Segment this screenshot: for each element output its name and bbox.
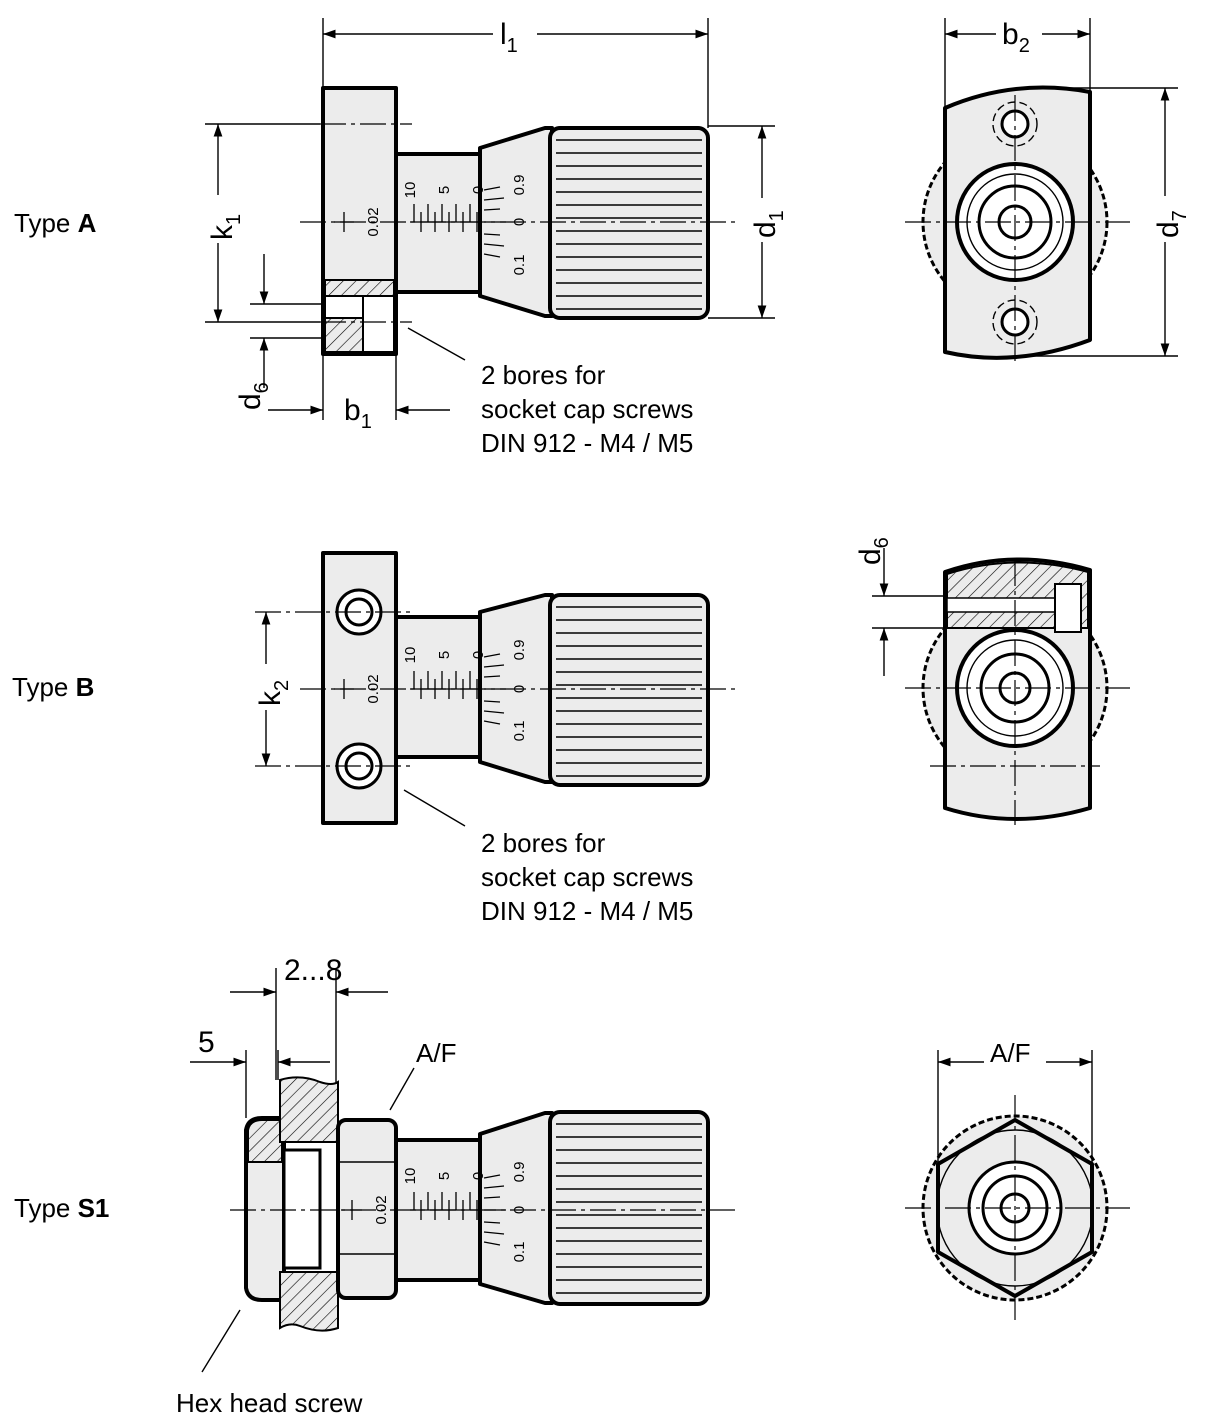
dim-l1: l1 xyxy=(322,16,709,128)
dim-d1: d1 xyxy=(708,125,788,319)
sleeve-label-5-b: 5 xyxy=(436,651,453,659)
dim-range-2-8: 2...8 xyxy=(230,954,388,1082)
dim-k1: k1 xyxy=(200,123,320,323)
leader-bores-a xyxy=(407,327,466,361)
note-bores-a: 2 bores for socket cap screws DIN 912 - … xyxy=(481,360,693,458)
svg-text:l1: l1 xyxy=(500,18,518,57)
dim-af-front: A/F xyxy=(937,1038,1093,1164)
thimble-label-01-b: 0.1 xyxy=(511,721,528,742)
sleeve-label-10-b: 10 xyxy=(402,647,419,664)
svg-text:socket cap screws: socket cap screws xyxy=(481,394,693,424)
leader-hex-head xyxy=(201,1309,241,1373)
thimble-label-09-s1: 0.9 xyxy=(511,1162,528,1183)
thimble-label-01-a: 0.1 xyxy=(511,255,528,276)
svg-text:2...8: 2...8 xyxy=(284,954,342,987)
svg-text:b2: b2 xyxy=(1002,18,1030,57)
knurl-lines-b xyxy=(556,606,702,777)
dim-five: 5 xyxy=(190,1026,330,1118)
note-bores-b: 2 bores for socket cap screws DIN 912 - … xyxy=(481,828,693,926)
svg-text:A/F: A/F xyxy=(990,1038,1030,1068)
thimble-label-09-b: 0.9 xyxy=(511,640,528,661)
leader-bores-b xyxy=(403,789,466,827)
knurl-lines-a xyxy=(556,139,702,310)
thimble-label-01-s1: 0.1 xyxy=(511,1242,528,1263)
svg-text:b1: b1 xyxy=(344,394,372,433)
type-a-side-view: 10 5 0 0.9 0 0.1 0.02 xyxy=(300,86,735,356)
svg-text:d7: d7 xyxy=(1152,210,1191,238)
knurl-lines-s1 xyxy=(556,1123,702,1294)
dim-d7: d7 xyxy=(1030,87,1191,357)
dim-b1: b1 xyxy=(268,354,450,433)
svg-text:DIN 912 - M4 / M5: DIN 912 - M4 / M5 xyxy=(481,428,693,458)
svg-text:2 bores for: 2 bores for xyxy=(481,828,606,858)
af-side-label: A/F xyxy=(416,1038,456,1068)
sleeve-label-0-s1: 0 xyxy=(470,1172,487,1180)
dim-k2: k2 xyxy=(248,612,293,766)
dim-d6-a: d6 xyxy=(234,254,323,410)
svg-text:d6: d6 xyxy=(234,382,273,410)
type-s1-front-view xyxy=(905,1095,1130,1320)
type-s1-label: Type S1 xyxy=(14,1193,109,1223)
svg-text:d6: d6 xyxy=(854,537,893,565)
dim-d6-b: d6 xyxy=(854,537,947,676)
thimble-label-09-a: 0.9 xyxy=(511,175,528,196)
type-b-label: Type B xyxy=(12,672,94,702)
type-a-front-view xyxy=(905,85,1130,362)
svg-text:5: 5 xyxy=(198,1026,215,1059)
sleeve-label-10-s1: 10 xyxy=(402,1168,419,1185)
dim-b2: b2 xyxy=(944,16,1091,108)
svg-text:k1: k1 xyxy=(206,214,245,240)
svg-text:d1: d1 xyxy=(749,210,788,238)
sleeve-label-0-a: 0 xyxy=(470,186,487,194)
sleeve-label-10-a: 10 xyxy=(402,182,419,199)
svg-text:socket cap screws: socket cap screws xyxy=(481,862,693,892)
type-s1-side-view: 10 5 0 0.9 0 0.1 0.02 xyxy=(230,1076,735,1332)
type-a-label: Type A xyxy=(14,208,97,238)
sleeve-label-5-a: 5 xyxy=(436,186,453,194)
type-b-side-view: 10 5 0 0.9 0 0.1 0.02 xyxy=(255,551,735,825)
leader-af-side xyxy=(389,1067,415,1111)
svg-text:2 bores for: 2 bores for xyxy=(481,360,606,390)
hex-head-note: Hex head screw xyxy=(176,1388,363,1418)
type-b-front-view xyxy=(905,557,1130,825)
sleeve-label-0-b: 0 xyxy=(470,651,487,659)
svg-text:DIN 912 - M4 / M5: DIN 912 - M4 / M5 xyxy=(481,896,693,926)
sleeve-label-5-s1: 5 xyxy=(436,1172,453,1180)
svg-text:k2: k2 xyxy=(254,680,293,706)
